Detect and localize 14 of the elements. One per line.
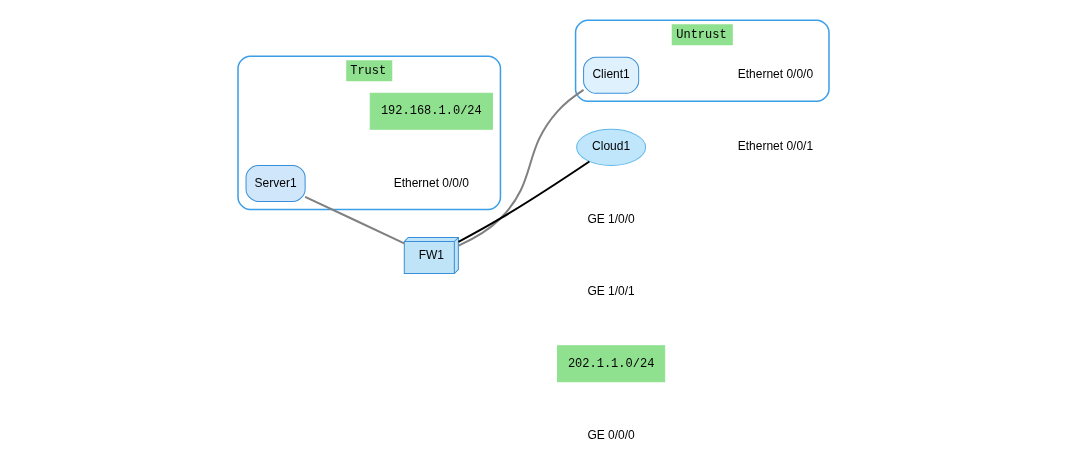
connector [457,160,591,243]
label: GE 1/0/0 [587,211,635,226]
connector [304,195,406,245]
label: Ethernet 0/0/1 [737,139,814,154]
label: 202.1.1.0/24 [567,356,655,371]
label: GE 1/0/1 [587,283,635,298]
node-box: Client1 [583,56,640,94]
node-ellipse: Cloud1 [576,128,647,166]
node-box: Server1 [245,164,306,202]
label: Ethernet 0/0/0 [737,67,814,82]
connector [457,88,585,247]
label: GE 0/0/0 [587,427,635,442]
label: Ethernet 0/0/0 [393,175,470,190]
label: 192.168.1.0/24 [380,104,482,119]
